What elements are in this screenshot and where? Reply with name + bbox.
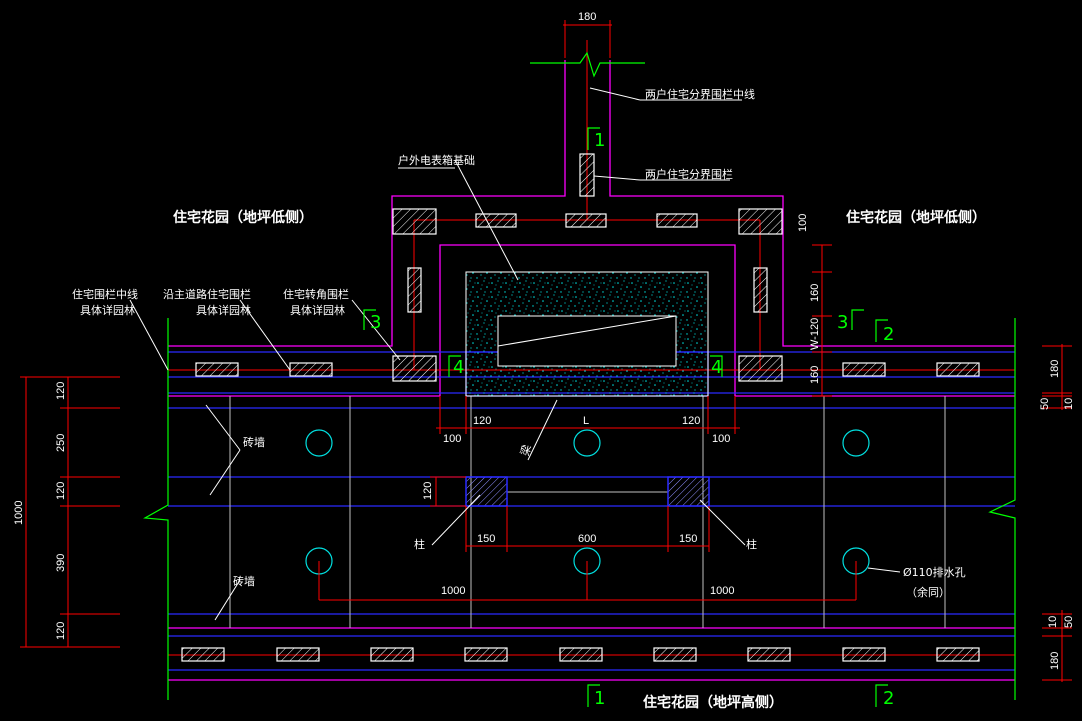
dim-far-right-50b: 50 [1063,616,1075,628]
main-road-fence-label-1: 沿主道路住宅围栏 [163,287,251,301]
dim-column-150-right: 150 [679,533,697,545]
section-mark-3-left: 3 [370,312,381,333]
dim-bottom-100-left: 100 [443,433,461,445]
dim-column-120: 120 [422,482,434,500]
beam-label: 梁 [517,443,533,457]
dim-left-120a: 120 [55,382,67,400]
divider-fence-outline [168,60,1015,681]
brick-wall-label-1: 砖墙 [243,435,265,449]
dim-span-1000-left: 1000 [441,585,465,597]
dim-left-1000: 1000 [13,501,25,525]
dim-far-right-50: 50 [1039,398,1051,410]
dimension-lines [20,20,1072,682]
brick-wall-grid [229,396,946,628]
section-mark-3-right: 3 [837,312,848,333]
divider-centerline-label: 两户住宅分界围栏中线 [645,87,755,101]
garden-right-label: 住宅花园（地坪低侧） [846,209,986,226]
section-mark-2-right: 2 [883,324,894,345]
section-mark-4-left: 4 [453,357,464,378]
section-marks [363,127,888,707]
dim-bottom-100-right: 100 [712,433,730,445]
drain-holes [305,429,870,601]
drain-hole-label-1: Ø110排水孔 [903,565,966,579]
dim-left-120b: 120 [55,482,67,500]
top-break-line [530,51,645,78]
dim-bottom-120-left: 120 [473,415,491,427]
column-right-label: 柱 [746,537,757,551]
dim-bottom-L: L [583,415,589,427]
section-mark-2-bottom: 2 [883,688,894,709]
columns [465,476,710,507]
dim-far-right-10b: 10 [1047,616,1059,628]
main-road-fence-label-2: 具体详园林 [196,303,251,317]
section-mark-1-bottom: 1 [594,688,605,709]
meter-box-foundation [465,271,709,397]
leader-lines [129,87,901,621]
dim-right-w120: W-120 [809,318,821,350]
garden-bottom-label: 住宅花园（地坪高侧） [643,694,783,711]
divider-fence-label: 两户住宅分界围栏 [645,167,733,181]
fence-centerline-label-2: 具体详园林 [80,303,135,317]
drain-hole-label-2: （余同） [906,585,950,599]
dim-left-120c: 120 [55,622,67,640]
dim-right-100: 100 [797,214,809,232]
dim-bottom-120-right: 120 [682,415,700,427]
dim-far-right-180b: 180 [1049,652,1061,670]
dim-far-right-180: 180 [1049,360,1061,378]
dim-span-1000-right: 1000 [710,585,734,597]
corner-fence-label-1: 住宅转角围栏 [283,287,349,301]
dim-column-600: 600 [578,533,596,545]
dim-left-390: 390 [55,554,67,572]
fence-posts [181,153,980,662]
column-left-label: 柱 [414,537,425,551]
corner-fence-label-2: 具体详园林 [290,303,345,317]
dim-left-250: 250 [55,434,67,452]
dim-top-180: 180 [578,11,596,23]
dim-right-160b: 160 [809,366,821,384]
garden-left-label: 住宅花园（地坪低侧） [173,209,313,226]
side-break-lines [143,318,1016,700]
brick-wall-label-2: 砖墙 [233,574,255,588]
section-mark-4-right: 4 [711,357,722,378]
meter-box-label: 户外电表箱基础 [398,153,475,167]
section-mark-1-top: 1 [594,130,605,151]
blue-structure-lines [168,351,1015,671]
dim-far-right-10: 10 [1063,398,1075,410]
dim-column-150-left: 150 [477,533,495,545]
fence-centerline-label-1: 住宅围栏中线 [72,287,138,301]
dim-right-160a: 160 [809,284,821,302]
